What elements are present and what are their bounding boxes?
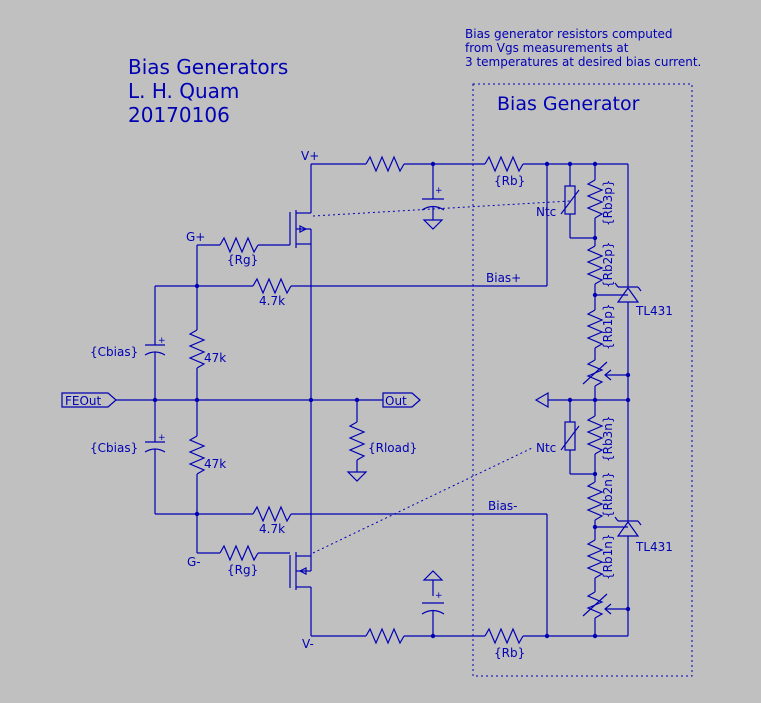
label-cbias-bottom: {Cbias} bbox=[90, 441, 138, 455]
title-line-3: 20170106 bbox=[128, 103, 230, 127]
bias-gen-bottom bbox=[560, 400, 642, 636]
label-ntc-bottom: Ntc bbox=[536, 441, 556, 455]
label-47-top: 47k bbox=[204, 351, 226, 365]
cap-plus-sign-cbias-top: + bbox=[158, 336, 166, 346]
label-tl431-top: TL431 bbox=[635, 304, 673, 318]
label-rg-bottom: {Rg} bbox=[227, 563, 258, 577]
label-47k-top: 4.7k bbox=[259, 294, 285, 308]
label-rb2p: {Rb2p} bbox=[601, 242, 615, 288]
label-rg-top: {Rg} bbox=[227, 253, 258, 267]
note-line-3: 3 temperatures at desired bias current. bbox=[465, 55, 701, 69]
left-network bbox=[115, 286, 311, 553]
center-ground-arrow bbox=[534, 391, 631, 409]
mosfet-top bbox=[289, 210, 312, 400]
bias-gen-top bbox=[560, 164, 642, 400]
bottom-rail bbox=[311, 627, 628, 645]
title-line-2: L. H. Quam bbox=[128, 79, 239, 103]
cap-plus-sign-cbias-bottom: + bbox=[158, 433, 166, 443]
label-feout: FEOut bbox=[65, 394, 102, 408]
label-rb1p: {Rb1p} bbox=[601, 304, 615, 350]
label-ntc-top: Ntc bbox=[536, 205, 556, 219]
label-rb-top: {Rb} bbox=[494, 174, 525, 188]
label-rb1n: {Rb1n} bbox=[601, 534, 615, 580]
bias-generator-label: Bias Generator bbox=[497, 93, 640, 115]
port-feout bbox=[61, 392, 117, 408]
resistor-rg-top bbox=[196, 236, 290, 286]
cap-top-decoupling: + bbox=[421, 164, 445, 230]
bias-generator-box bbox=[472, 83, 693, 677]
label-vminus: V- bbox=[302, 637, 314, 651]
label-cbias-top: {Cbias} bbox=[90, 345, 138, 359]
label-tl431-bottom: TL431 bbox=[635, 540, 673, 554]
bias-plus-line bbox=[155, 164, 548, 295]
label-gplus: G+ bbox=[186, 230, 205, 244]
cap-plus-sign-bottom: + bbox=[435, 591, 443, 601]
cap-plus-sign: + bbox=[435, 186, 443, 196]
label-bias-minus: Bias- bbox=[488, 499, 518, 513]
bias-minus-line bbox=[252, 505, 548, 636]
label-bias-plus: Bias+ bbox=[486, 271, 521, 285]
note-line-2: from Vgs measurements at bbox=[465, 41, 629, 55]
label-rb-bottom: {Rb} bbox=[494, 646, 525, 660]
label-47k-bottom: 4.7k bbox=[259, 522, 285, 536]
label-vplus: V+ bbox=[301, 149, 319, 163]
label-gminus: G- bbox=[187, 555, 201, 569]
mosfet-bottom bbox=[289, 400, 312, 636]
resistor-rg-bottom bbox=[197, 544, 290, 562]
label-rb3n: {Rb3n} bbox=[601, 416, 615, 462]
label-out: Out bbox=[385, 394, 407, 408]
label-rb3p: {Rb3p} bbox=[601, 180, 615, 226]
cap-bottom-decoupling: + bbox=[421, 570, 445, 636]
label-47-bottom: 47k bbox=[204, 457, 226, 471]
thermal-link-bottom bbox=[312, 447, 533, 554]
label-rb2n: {Rb2n} bbox=[601, 472, 615, 518]
title-line-1: Bias Generators bbox=[128, 55, 288, 79]
top-rail bbox=[310, 155, 628, 213]
label-rload: {Rload} bbox=[368, 441, 417, 455]
note-line-1: Bias generator resistors computed bbox=[465, 27, 673, 41]
output-node bbox=[308, 392, 421, 482]
